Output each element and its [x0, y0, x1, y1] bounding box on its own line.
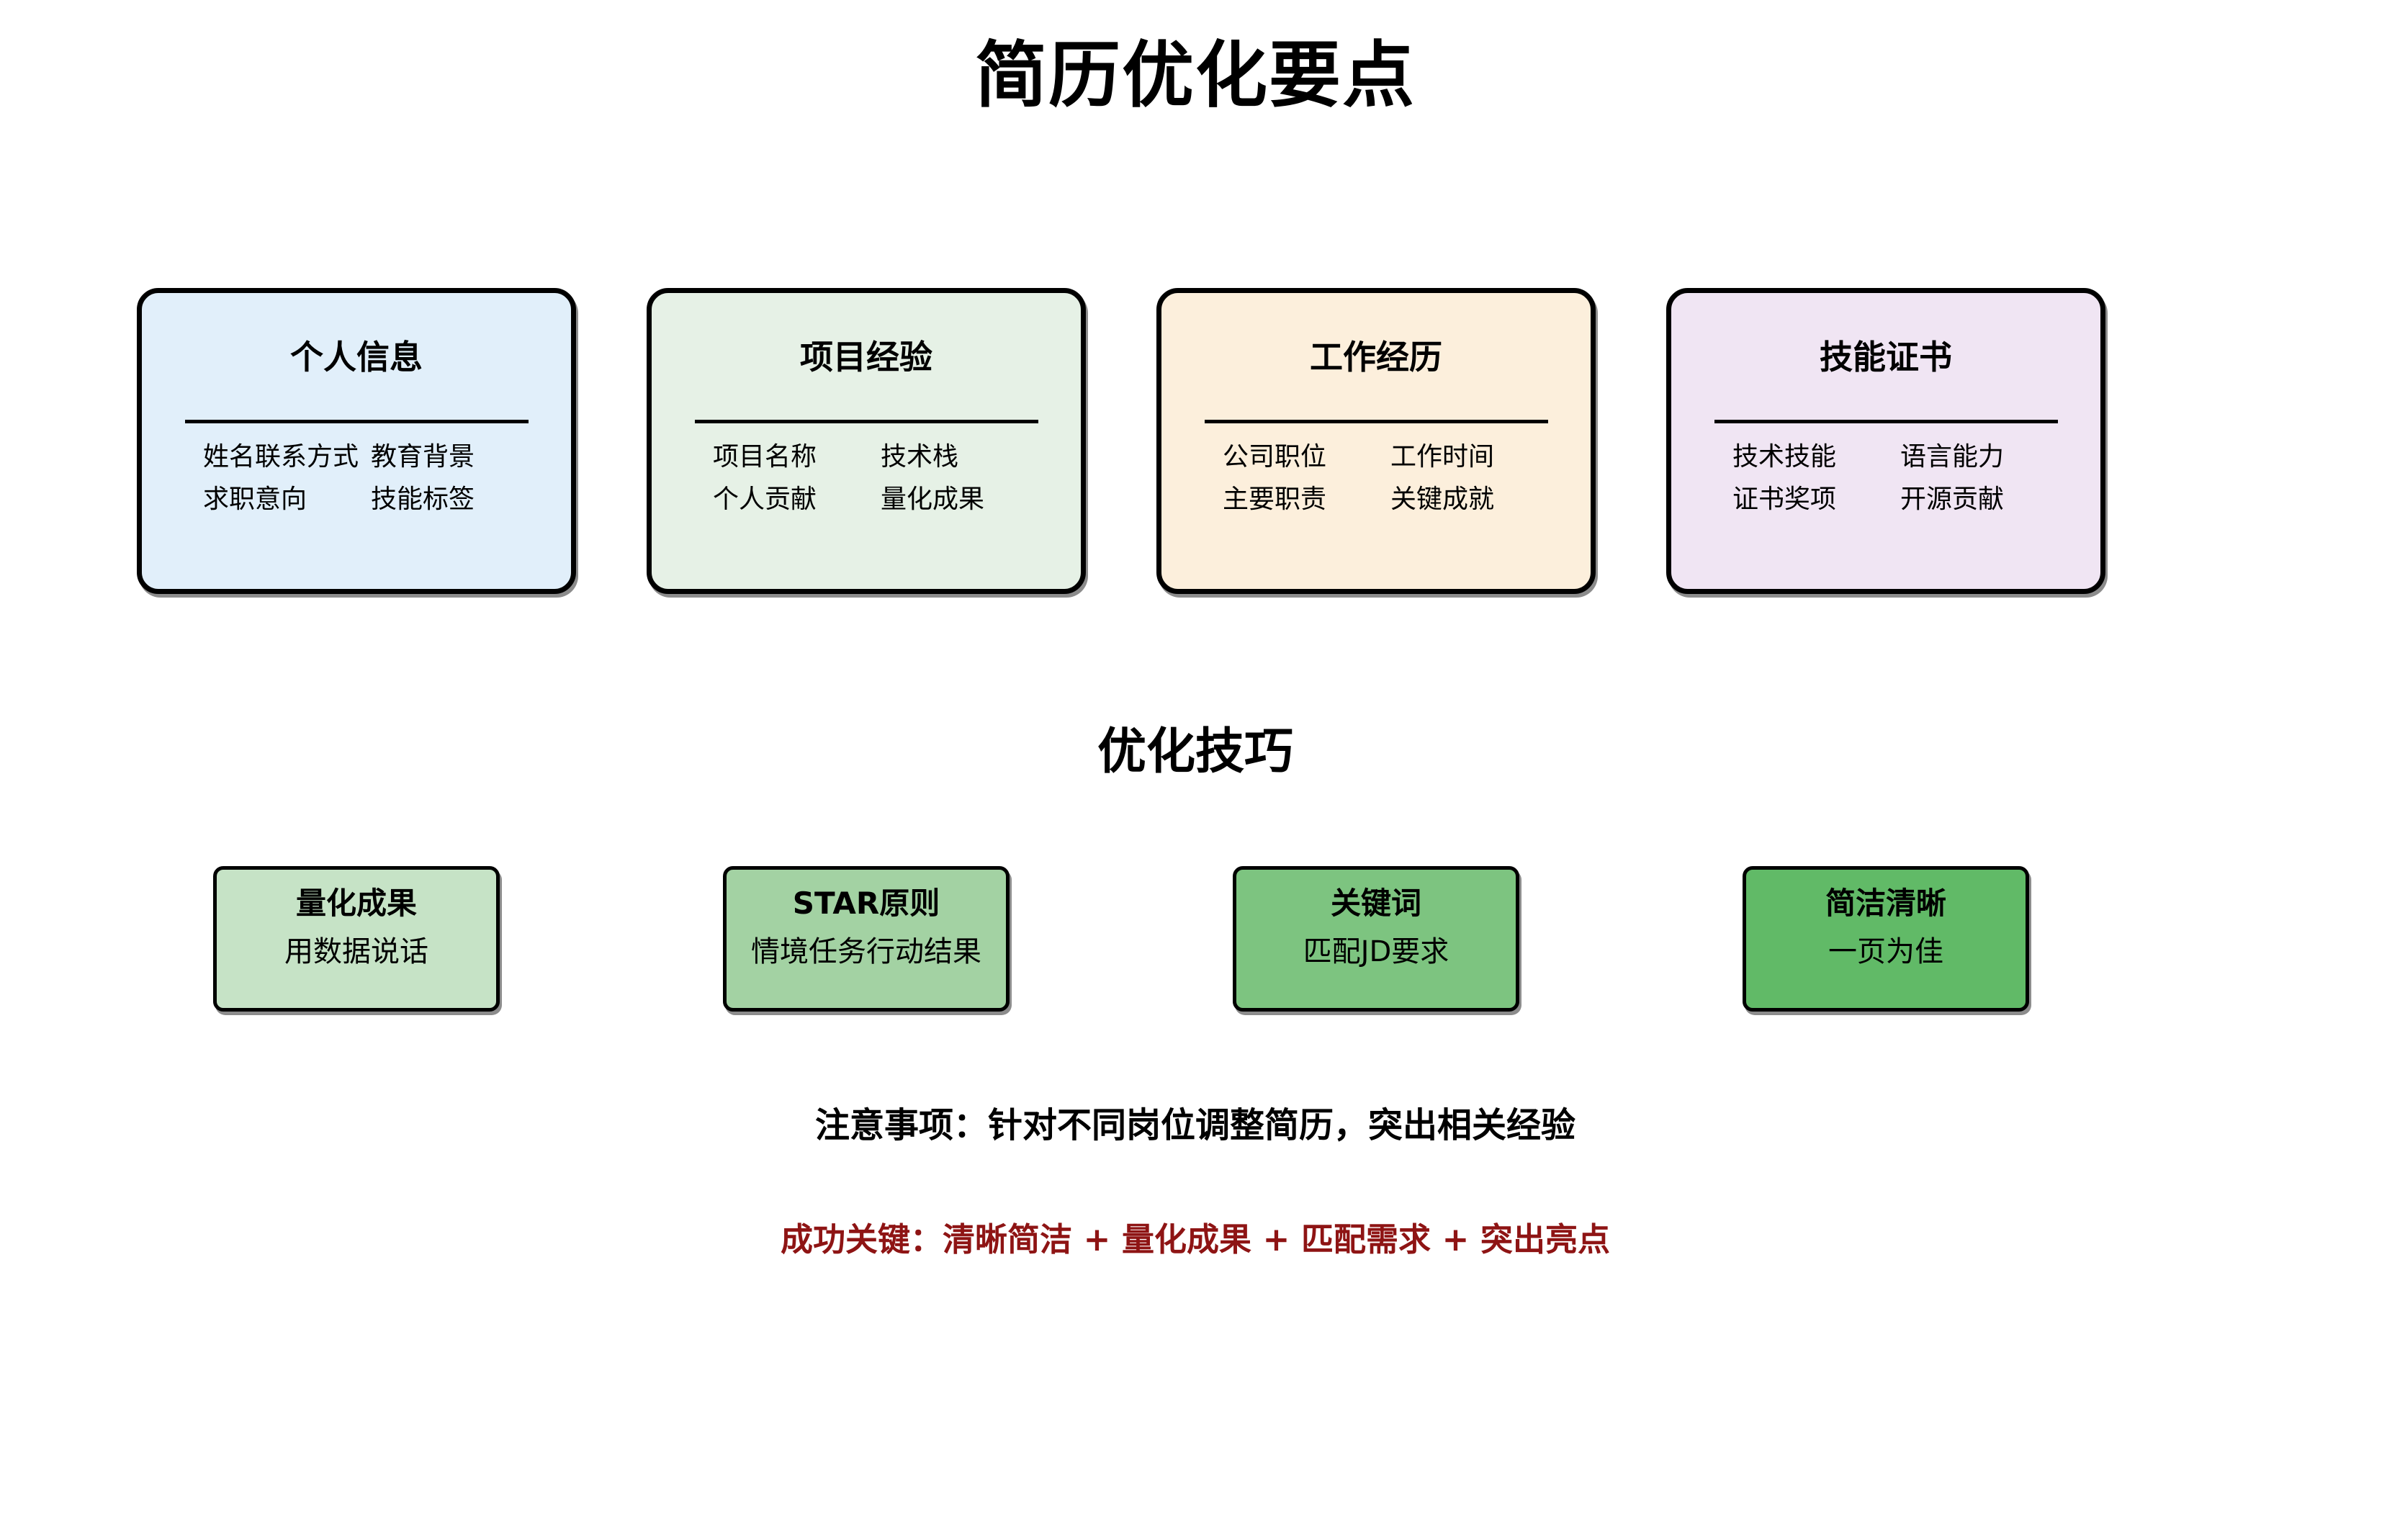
tip-star-principle: STAR原则 情境任务行动结果	[723, 866, 1010, 1012]
section-cards-row: 个人信息 姓名联系方式 教育背景 求职意向 技能标签 项目经验 项目名称 技术栈…	[137, 288, 2105, 594]
tip-title: 简洁清晰	[1825, 886, 1946, 921]
card-work-history: 工作经历 公司职位 工作时间 主要职责 关键成就	[1156, 288, 1596, 594]
tips-row: 量化成果 用数据说话 STAR原则 情境任务行动结果 关键词 匹配JD要求 简洁…	[213, 866, 2029, 1012]
card-divider	[184, 420, 529, 424]
card-title: 工作经历	[1310, 338, 1442, 377]
card-title: 技能证书	[1820, 338, 1952, 377]
card-personal-info: 个人信息 姓名联系方式 教育背景 求职意向 技能标签	[137, 288, 576, 594]
tip-subtitle: 一页为佳	[1828, 935, 1943, 969]
card-item: 技能标签	[371, 484, 475, 514]
card-item: 证书奖项	[1732, 484, 1837, 514]
card-divider	[694, 420, 1038, 424]
card-items: 项目名称 技术栈 个人贡献 量化成果	[652, 442, 1081, 515]
card-item: 项目名称	[713, 442, 817, 472]
tip-title: 量化成果	[295, 886, 417, 921]
tip-subtitle: 匹配JD要求	[1303, 935, 1449, 969]
card-item: 技术栈	[881, 442, 959, 472]
tip-concise-clear: 简洁清晰 一页为佳	[1743, 866, 2029, 1012]
card-items: 技术技能 语言能力 证书奖项 开源贡献	[1671, 442, 2100, 515]
card-item: 主要职责	[1223, 484, 1327, 514]
card-item: 关键成就	[1390, 484, 1495, 514]
card-items: 姓名联系方式 教育背景 求职意向 技能标签	[142, 442, 571, 515]
card-item: 公司职位	[1223, 442, 1327, 472]
card-divider	[1204, 420, 1548, 424]
card-item: 工作时间	[1390, 442, 1495, 472]
success-key-note: 成功关键：清晰简洁 + 量化成果 + 匹配需求 + 突出亮点	[780, 1220, 1611, 1258]
tip-title: 关键词	[1330, 886, 1421, 921]
attention-note: 注意事项：针对不同岗位调整简历，突出相关经验	[814, 1105, 1575, 1145]
card-item: 教育背景	[371, 442, 475, 472]
card-item: 姓名联系方式	[203, 442, 359, 472]
card-item: 量化成果	[881, 484, 985, 514]
card-item: 个人贡献	[713, 484, 817, 514]
tip-keywords: 关键词 匹配JD要求	[1233, 866, 1519, 1012]
tip-subtitle: 情境任务行动结果	[751, 935, 981, 969]
tip-title: STAR原则	[792, 886, 940, 921]
card-item: 语言能力	[1900, 442, 2005, 472]
card-items: 公司职位 工作时间 主要职责 关键成就	[1161, 442, 1591, 515]
page-title: 简历优化要点	[975, 33, 1416, 117]
tips-heading: 优化技巧	[1097, 724, 1293, 780]
card-title: 项目经验	[800, 338, 932, 377]
card-item: 开源贡献	[1900, 484, 2005, 514]
tip-quantified-results: 量化成果 用数据说话	[213, 866, 500, 1012]
card-item: 求职意向	[203, 484, 307, 514]
card-divider	[1714, 420, 2058, 424]
card-title: 个人信息	[290, 338, 423, 377]
card-project-experience: 项目经验 项目名称 技术栈 个人贡献 量化成果	[647, 288, 1086, 594]
card-item: 技术技能	[1732, 442, 1837, 472]
tip-subtitle: 用数据说话	[284, 935, 428, 969]
card-skills-certificates: 技能证书 技术技能 语言能力 证书奖项 开源贡献	[1666, 288, 2105, 594]
